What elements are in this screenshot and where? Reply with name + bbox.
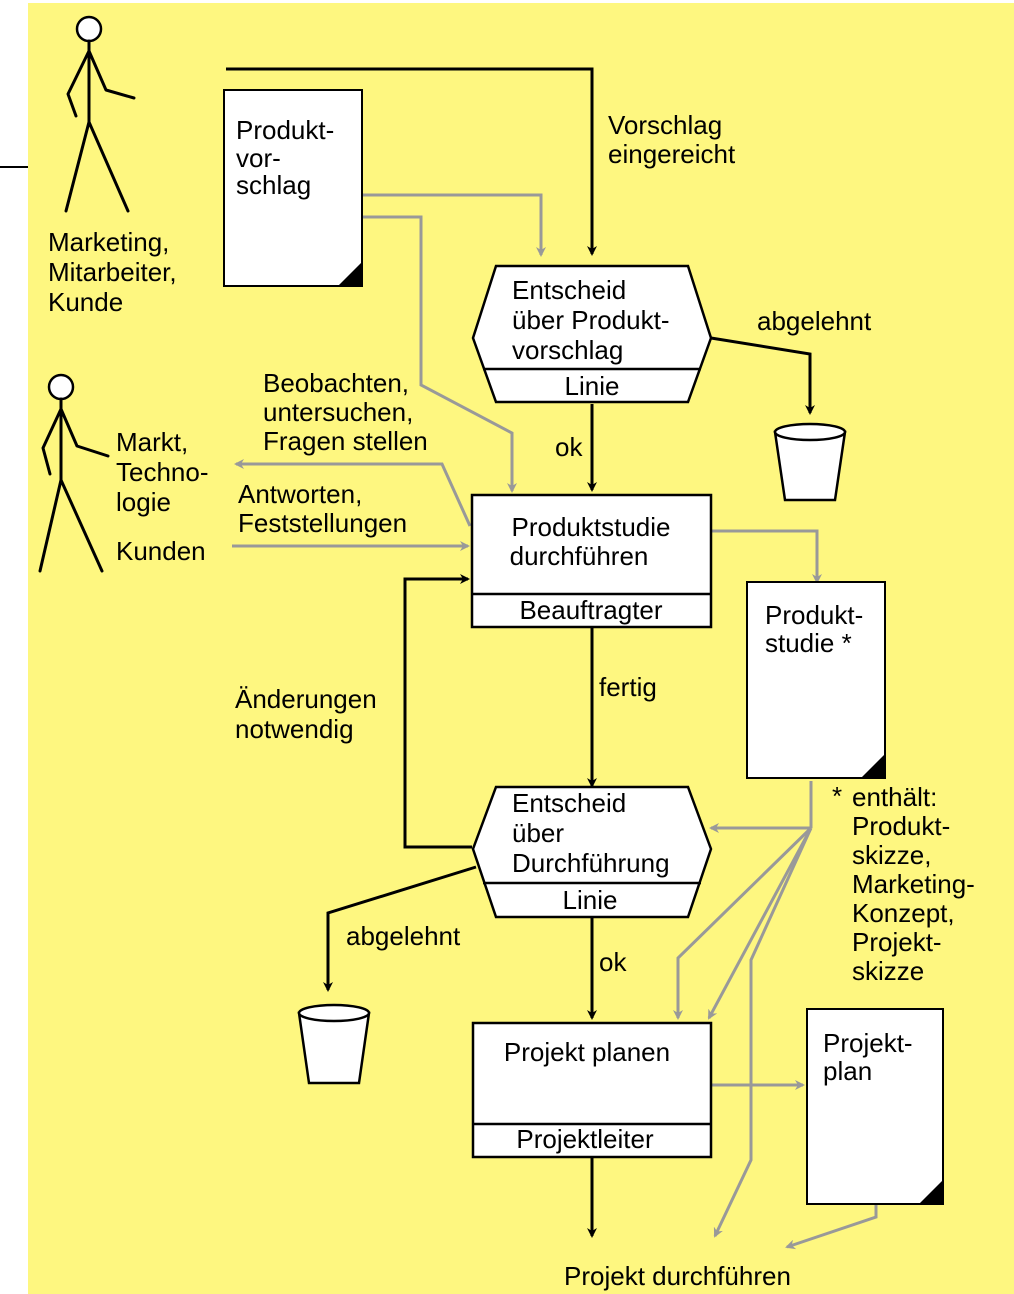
flow-submitted [226, 67, 597, 256]
label-final: Projekt durchführen [564, 1261, 791, 1291]
waste-bin-icon [297, 1003, 371, 1085]
document-product-proposal: Produkt- vor- schlag [223, 89, 363, 287]
decision-execution-line-2: über [512, 818, 564, 848]
activity-product-study-line-2: durchführen [510, 541, 649, 571]
flow-plan-doc-to-final [785, 1201, 878, 1250]
decision-execution-role: Linie [563, 885, 618, 915]
footnote-line-1: enthält: [852, 782, 937, 812]
actor-market-body [38, 397, 110, 573]
document-product-proposal-line-2: vor- [236, 143, 281, 173]
document-product-study: Produkt- studie * [746, 581, 886, 779]
flow-study-doc-to-final [713, 827, 813, 1238]
actor-initiator-label-2: Mitarbeiter, [48, 257, 177, 287]
label-observe-3: Fragen stellen [263, 426, 428, 456]
actor-market-label-1: Markt, [116, 427, 188, 457]
footnote-line-2: Produkt- [852, 811, 950, 841]
label-done: fertig [599, 672, 657, 702]
activity-product-study-line-1: Produktstudie [512, 512, 671, 542]
actor-initiator-label-1: Marketing, [48, 227, 169, 257]
decision-product-proposal-role: Linie [565, 371, 620, 401]
label-submitted-1: Vorschlag [608, 110, 722, 140]
label-answers-2: Feststellungen [238, 508, 407, 538]
footnote-line-4: Marketing- [852, 869, 975, 899]
document-product-study-line-1: Produkt- [765, 600, 863, 630]
label-rejected-1: abgelehnt [757, 306, 872, 336]
footnote-line-6: Projekt- [852, 927, 942, 957]
flow-rejected-1 [710, 336, 815, 415]
footnote-study-contents: * enthält: Produkt- skizze, Marketing- K… [832, 781, 975, 986]
label-observe-2: untersuchen, [263, 397, 413, 427]
label-rejected-2: abgelehnt [346, 921, 461, 951]
actor-initiator: Marketing, Mitarbeiter, Kunde [48, 15, 177, 317]
flow-changes [403, 574, 472, 849]
footnote-asterisk: * [832, 781, 842, 811]
activity-project-plan-role: Projektleiter [516, 1124, 654, 1154]
flow-study-doc-to-plan-b [707, 827, 813, 1020]
flow-rejected-2 [323, 865, 477, 992]
decision-product-proposal: Entscheid über Produkt- vorschlag Linie [471, 264, 713, 404]
flow-study-to-document [711, 529, 822, 584]
actor-market-label-3: logie [116, 487, 171, 517]
waste-bin-icon [773, 422, 847, 502]
actor-initiator-body [64, 39, 136, 213]
decision-execution: Entscheid über Durchführung Linie [471, 785, 713, 919]
footnote-line-3: skizze, [852, 840, 931, 870]
label-submitted-2: eingereicht [608, 139, 736, 169]
decision-execution-line-3: Durchführung [512, 848, 670, 878]
footnote-line-5: Konzept, [852, 898, 955, 928]
label-changes-1: Änderungen [235, 684, 377, 714]
activity-project-plan: Projekt planen Projektleiter [471, 1021, 713, 1159]
actor-customers-label: Kunden [116, 536, 206, 566]
activity-product-study-role: Beauftragter [519, 595, 662, 625]
label-ok-2: ok [599, 947, 627, 977]
flow-proposal-to-decision [362, 193, 546, 257]
document-product-proposal-line-3: schlag [236, 170, 311, 200]
decision-execution-line-1: Entscheid [512, 788, 626, 818]
flow-proposal-to-study [362, 215, 517, 493]
document-project-plan: Projekt- plan [806, 1008, 944, 1205]
activity-project-plan-line-1: Projekt planen [504, 1037, 670, 1067]
actor-market: Markt, Techno- logie Kunden [38, 373, 209, 573]
footnote-line-7: skizze [852, 956, 924, 986]
flow-study-doc-to-plan-a [673, 826, 813, 1020]
decision-product-proposal-line-1: Entscheid [512, 275, 626, 305]
decision-product-proposal-line-2: über Produkt- [512, 305, 670, 335]
document-project-plan-line-2: plan [823, 1056, 872, 1086]
activity-product-study: Produktstudie durchführen Beauftragter [470, 493, 713, 629]
decision-product-proposal-line-3: vorschlag [512, 335, 623, 365]
document-product-proposal-line-1: Produkt- [236, 115, 334, 145]
flow-study-observe [234, 459, 472, 527]
document-product-study-line-2: studie * [765, 628, 852, 658]
label-answers-1: Antworten, [238, 479, 362, 509]
label-observe-1: Beobachten, [263, 368, 409, 398]
document-project-plan-line-1: Projekt- [823, 1028, 913, 1058]
actor-market-head [47, 373, 75, 401]
actor-initiator-label-3: Kunde [48, 287, 123, 317]
label-ok-1: ok [555, 432, 583, 462]
actor-market-label-2: Techno- [116, 457, 209, 487]
label-changes-2: notwendig [235, 714, 354, 744]
actor-initiator-head [75, 15, 103, 43]
